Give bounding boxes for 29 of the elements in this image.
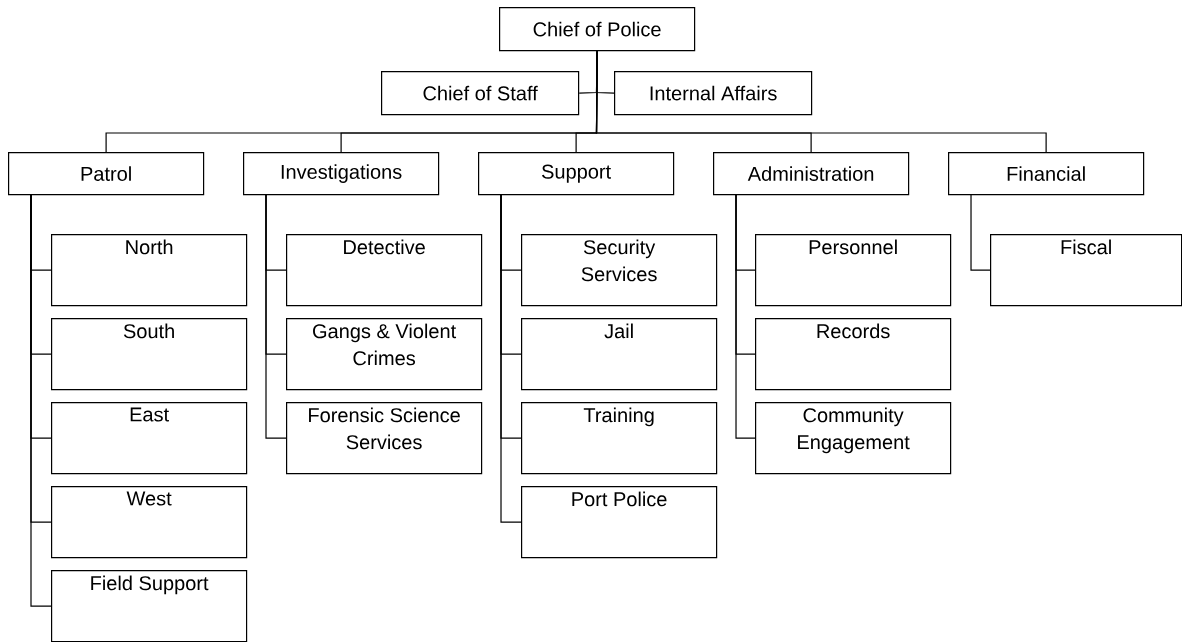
org-box: Financial [948, 152, 1145, 196]
org-box: Records [755, 318, 952, 391]
org-box: Jail [521, 318, 718, 391]
org-box: Security Services [521, 234, 718, 307]
org-box: Training [521, 402, 718, 475]
org-box: North [51, 234, 248, 307]
org-box: Chief of Police [499, 7, 696, 52]
org-box: Personnel [755, 234, 952, 307]
org-box: Forensic Science Services [286, 402, 483, 475]
org-box: West [51, 486, 248, 559]
org-box: Patrol [8, 152, 205, 196]
org-box: Chief of Staff [381, 71, 580, 116]
org-box: Investigations [243, 152, 440, 196]
org-box: East [51, 402, 248, 475]
org-box: South [51, 318, 248, 391]
connector-line [735, 193, 756, 439]
connector-line [595, 50, 1047, 153]
org-box: Community Engagement [755, 402, 952, 475]
org-box: Gangs & Violent Crimes [286, 318, 483, 391]
org-box: Internal Affairs [614, 71, 813, 116]
org-box: Detective [286, 234, 483, 307]
org-box: Port Police [521, 486, 718, 559]
org-box: Fiscal [990, 234, 1182, 307]
connector-line [970, 193, 991, 271]
connector-line [265, 193, 287, 439]
org-box: Support [478, 152, 675, 196]
org-box: Administration [713, 152, 910, 196]
org-box: Field Support [51, 570, 248, 642]
connector-line [500, 193, 522, 523]
